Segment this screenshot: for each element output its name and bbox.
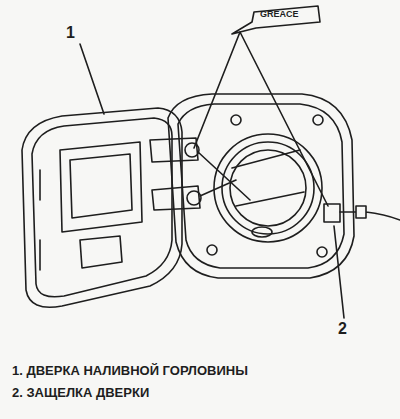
callout-number: 1 bbox=[66, 24, 75, 42]
callout-leader bbox=[334, 226, 344, 318]
callout-leader bbox=[80, 44, 104, 114]
filler-cap bbox=[230, 150, 306, 226]
callout-number: 2 bbox=[338, 320, 347, 338]
grease-tube bbox=[232, 6, 320, 34]
cap-detail bbox=[232, 150, 304, 206]
door-outline bbox=[22, 108, 182, 307]
latch-cable bbox=[340, 206, 400, 220]
housing-inner bbox=[178, 104, 344, 268]
door-edge bbox=[39, 170, 41, 270]
latch bbox=[324, 204, 340, 222]
legend-item: 2. ЗАЩЕЛКА ДВЕРКИ bbox=[12, 386, 149, 400]
grease-label: GREACE bbox=[260, 10, 299, 20]
grease-leader bbox=[194, 32, 328, 206]
hinge-arm bbox=[198, 152, 250, 200]
hinge bbox=[150, 138, 200, 210]
hinge-pivot bbox=[187, 191, 201, 205]
filler-neck-inner bbox=[222, 142, 314, 234]
legend-item: 1. ДВЕРКА НАЛИВНОЙ ГОРЛОВИНЫ bbox=[12, 364, 248, 378]
screw bbox=[317, 247, 327, 257]
filler-neck bbox=[214, 134, 322, 242]
screw bbox=[207, 245, 217, 255]
hinge-pivot bbox=[185, 143, 199, 157]
screw bbox=[313, 115, 323, 125]
door-rib bbox=[70, 154, 132, 268]
screw bbox=[231, 115, 241, 125]
cap-tab bbox=[252, 227, 272, 237]
